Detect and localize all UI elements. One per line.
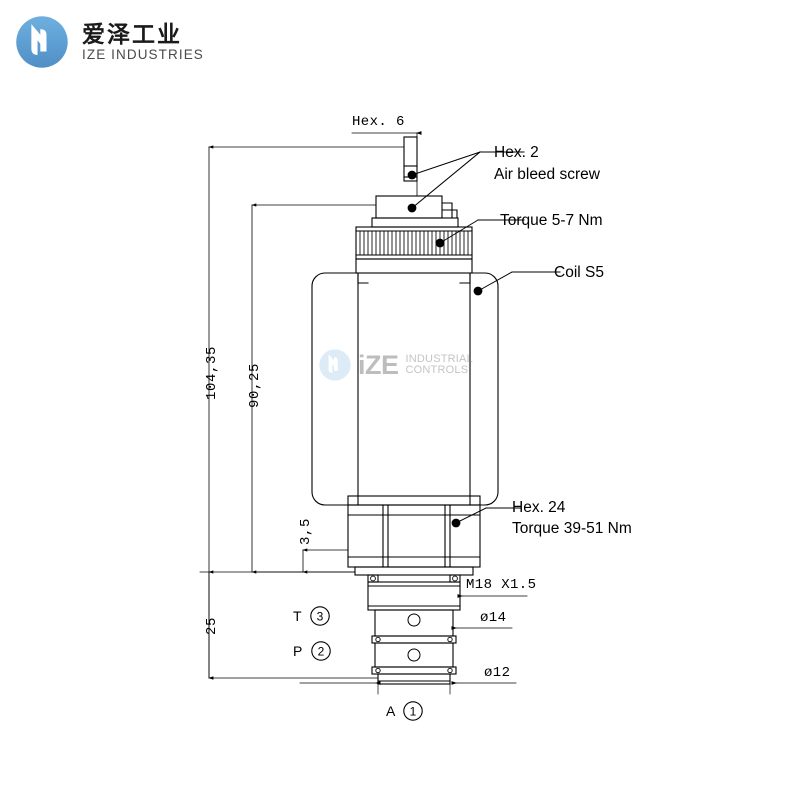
brand-name-en: IZE INDUSTRIES: [82, 46, 204, 62]
callout-air-bleed-screw: Air bleed screw: [494, 166, 600, 183]
port-label-p: P: [293, 643, 303, 659]
brand-text-block: 爱泽工业 IZE INDUSTRIES: [82, 20, 204, 62]
port-marker-t: T 3: [293, 605, 331, 627]
port-circle-1: 1: [403, 701, 424, 721]
port-marker-p: P 2: [293, 640, 332, 662]
callout-torque-39-51: Torque 39-51 Nm: [512, 520, 632, 537]
dimension-diameter-12: ø12: [484, 665, 511, 681]
port-label-a: A: [386, 703, 395, 719]
callout-hex2: Hex. 2: [494, 144, 539, 161]
callout-coil-s5: Coil S5: [554, 264, 604, 281]
dimension-3-5: 3,5: [298, 517, 314, 545]
ize-circular-logo-icon: [14, 14, 70, 70]
svg-text:2: 2: [318, 645, 325, 659]
svg-text:1: 1: [410, 705, 417, 719]
dimension-25: 25: [204, 616, 220, 635]
port-circle-3: 3: [310, 606, 330, 626]
dimension-thread-m18: M18 X1.5: [466, 577, 537, 593]
brand-header: 爱泽工业 IZE INDUSTRIES: [14, 14, 204, 70]
dimension-diameter-14: ø14: [480, 610, 507, 626]
dimension-overall-104-35: 104,35: [204, 345, 220, 400]
port-label-t: T: [293, 608, 302, 624]
callout-hex24: Hex. 24: [512, 499, 566, 516]
callout-torque-5-7: Torque 5-7 Nm: [500, 212, 603, 229]
brand-name-cn: 爱泽工业: [82, 20, 182, 47]
port-marker-a: A 1: [386, 700, 424, 722]
dimension-90-25: 90,25: [247, 362, 263, 408]
dimension-hex6: Hex. 6: [352, 114, 405, 130]
svg-text:3: 3: [317, 610, 324, 624]
port-circle-2: 2: [311, 641, 331, 661]
